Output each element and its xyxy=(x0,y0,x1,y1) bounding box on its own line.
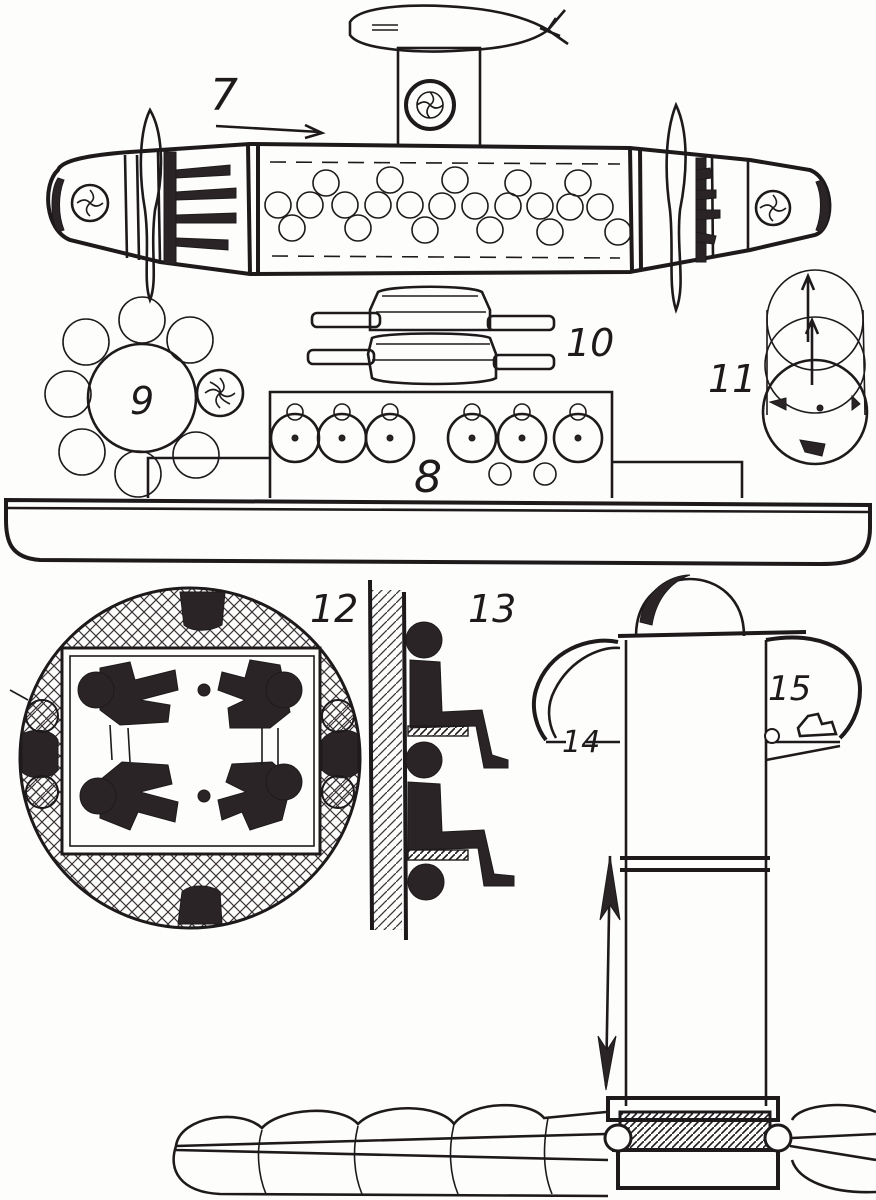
station-small-wheel xyxy=(488,462,512,486)
passenger-seat xyxy=(278,214,306,242)
station-wheel-axle xyxy=(468,434,476,442)
passenger-seat xyxy=(264,191,292,219)
item-14-15-tower: 14 15 xyxy=(172,574,876,1198)
passenger-seat xyxy=(526,192,554,220)
station-small-wheel xyxy=(533,462,557,486)
label-9: 9 xyxy=(130,379,154,423)
wheel-pod xyxy=(62,318,110,366)
station-wheel xyxy=(552,412,604,464)
station-wheel-axle xyxy=(386,434,394,442)
station-wheel-axle xyxy=(338,434,346,442)
passenger-seat xyxy=(461,192,489,220)
label-10: 10 xyxy=(566,321,614,365)
label-11: 11 xyxy=(708,357,756,401)
label-13: 13 xyxy=(468,587,516,631)
wheel-pod xyxy=(114,450,162,498)
passenger-seat xyxy=(476,216,504,244)
label-8: 8 xyxy=(414,452,442,503)
item-11-cylinder: 11 xyxy=(708,269,869,466)
passenger-seat xyxy=(556,193,584,221)
label-12: 12 xyxy=(310,587,358,631)
label-14: 14 xyxy=(562,725,600,760)
passenger-seats xyxy=(264,166,632,246)
station-wheel-axle xyxy=(291,434,299,442)
label-15: 15 xyxy=(768,669,811,709)
passenger-seat xyxy=(536,218,564,246)
left-fan-icon xyxy=(70,183,110,223)
passenger-seat xyxy=(428,192,456,220)
passenger-seat xyxy=(344,214,372,242)
passenger-seat xyxy=(331,191,359,219)
passenger-seat xyxy=(604,218,632,246)
station-wheel-cap xyxy=(513,403,531,421)
seated-figure xyxy=(77,661,179,726)
wheel-pod xyxy=(44,370,92,418)
wheel-pod xyxy=(172,431,220,479)
seated-figure xyxy=(217,761,303,831)
item-12-13-wall-seats: 12 13 xyxy=(310,579,516,941)
seated-figure xyxy=(79,761,179,831)
passenger-seat xyxy=(494,192,522,220)
right-fan-icon xyxy=(754,189,792,227)
station-wheel-axle xyxy=(574,434,582,442)
seated-person-upper xyxy=(405,621,509,769)
station-wheel-cap xyxy=(286,403,304,421)
wheel-pods xyxy=(44,296,220,498)
seated-person-lower xyxy=(405,741,515,901)
seated-figure xyxy=(217,659,303,729)
label-7: 7 xyxy=(210,70,238,121)
wheel-pod xyxy=(118,296,166,344)
station-wheel xyxy=(496,412,548,464)
station-wheel-cap xyxy=(381,403,399,421)
passenger-seat xyxy=(411,216,439,244)
mast-fan-icon xyxy=(404,79,456,131)
station-wheel-cap xyxy=(569,403,587,421)
passenger-seat xyxy=(312,169,340,197)
platform xyxy=(3,497,872,567)
station-wheel-axle xyxy=(518,434,526,442)
passenger-seat xyxy=(364,191,392,219)
item-9-rotating-wheel: 9 xyxy=(44,296,245,498)
right-propeller xyxy=(665,101,687,314)
wheel-pod xyxy=(58,428,106,476)
passenger-seat xyxy=(441,166,469,194)
wheel-pod xyxy=(166,316,214,364)
passenger-seat xyxy=(296,191,324,219)
left-engine-fins xyxy=(163,151,237,265)
passenger-seat xyxy=(564,169,592,197)
blimp xyxy=(348,4,569,53)
wheel-fan-icon xyxy=(195,368,245,418)
station-wheel-cap xyxy=(333,403,351,421)
station-wheel xyxy=(364,412,416,464)
item-8-base-station: 8 xyxy=(3,390,872,567)
left-propeller xyxy=(139,107,163,304)
station-wheels xyxy=(269,403,604,486)
passenger-seat xyxy=(396,191,424,219)
float-cushions xyxy=(172,1103,876,1198)
right-engine-fins xyxy=(695,157,721,263)
item-7-airship-gondola: 7 xyxy=(46,4,832,314)
mast xyxy=(396,46,482,148)
cabin-plan-view xyxy=(9,586,362,930)
passenger-seat xyxy=(586,193,614,221)
passenger-seat xyxy=(504,169,532,197)
station-wheel-cap xyxy=(463,403,481,421)
passenger-seat xyxy=(376,166,404,194)
station-wheel xyxy=(446,412,498,464)
item-10-drums: 10 xyxy=(306,285,614,386)
